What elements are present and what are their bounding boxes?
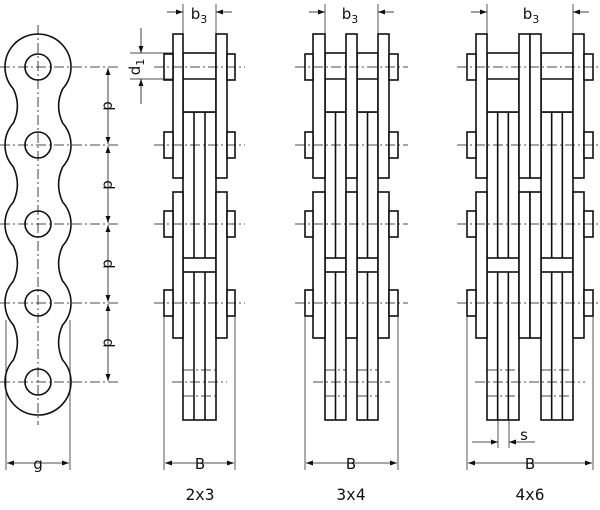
outer-plate (312, 33, 326, 179)
pitch-labels: p p p p (98, 101, 116, 348)
outer-plate (172, 191, 184, 339)
chain-caption-2x3: 2x3 (186, 485, 215, 504)
pin-bushing-middle (486, 257, 520, 273)
width-g-label: g (33, 455, 43, 473)
plate-thickness-label: s (520, 426, 528, 444)
outer-plate (345, 33, 358, 179)
outer-plate (215, 191, 228, 339)
inner-width-label: b3 (342, 5, 359, 26)
outer-plate (572, 191, 585, 339)
width-B-label: B (525, 455, 535, 473)
pin-diameter-label: d1 (126, 59, 147, 76)
inner-width-label: b3 (191, 5, 208, 26)
outer-plate (529, 33, 542, 179)
outer-plate (345, 191, 358, 339)
outer-plate (377, 191, 390, 339)
width-B-label: B (346, 455, 356, 473)
pin-bushing-top (486, 52, 520, 113)
pin-bushing-middle (356, 257, 379, 273)
pin-bushing-top (324, 52, 347, 113)
pin-bushing-top (356, 52, 379, 113)
outer-plate (312, 191, 326, 339)
chain-caption-3x4: 3x4 (337, 485, 366, 504)
outer-plate (518, 191, 531, 339)
outer-plate (529, 191, 542, 339)
pin-bushing-middle (540, 257, 574, 273)
pitch-label: p (98, 180, 116, 190)
outer-plate (172, 33, 184, 179)
pin-bushing-top (540, 52, 574, 113)
inner-width-label: b3 (523, 5, 540, 26)
outer-plate (475, 191, 488, 339)
outer-plate (377, 33, 390, 179)
pin-bushing-top (182, 52, 217, 113)
pitch-label: p (98, 259, 116, 269)
width-B-label: B (195, 455, 205, 473)
outer-plate (518, 33, 531, 179)
outer-plate (215, 33, 228, 179)
chain-caption-4x6: 4x6 (516, 485, 545, 504)
pin-bushing-middle (182, 257, 217, 273)
outer-plate (475, 33, 488, 179)
pitch-label: p (98, 101, 116, 111)
outer-plate (572, 33, 585, 179)
pitch-label: p (98, 338, 116, 348)
pin-bushing-middle (324, 257, 347, 273)
